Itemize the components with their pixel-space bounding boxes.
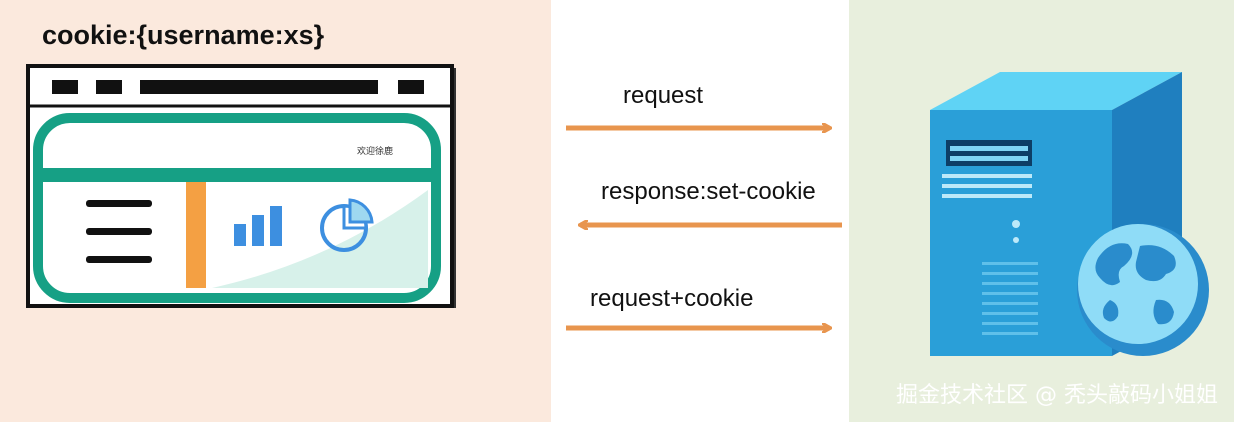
- bar-chart-icon: [234, 206, 282, 246]
- browser-window-icon: 欢迎徐鹿: [26, 64, 456, 308]
- pie-chart-icon: [320, 198, 374, 252]
- request-cookie-label: request+cookie: [590, 285, 754, 312]
- request-label: request: [623, 82, 704, 109]
- cookie-label: cookie:{username:xs}: [42, 20, 325, 50]
- response-set-cookie-label: response:set-cookie: [601, 178, 816, 205]
- watermark: 掘金技术社区 @ 秃头敲码小姐姐: [896, 383, 1218, 408]
- menu-icon: [86, 200, 152, 263]
- sidebar-divider: [186, 182, 206, 288]
- welcome-text: 欢迎徐鹿: [357, 145, 393, 157]
- network-panel: [551, 0, 849, 422]
- globe-icon: [1077, 224, 1209, 356]
